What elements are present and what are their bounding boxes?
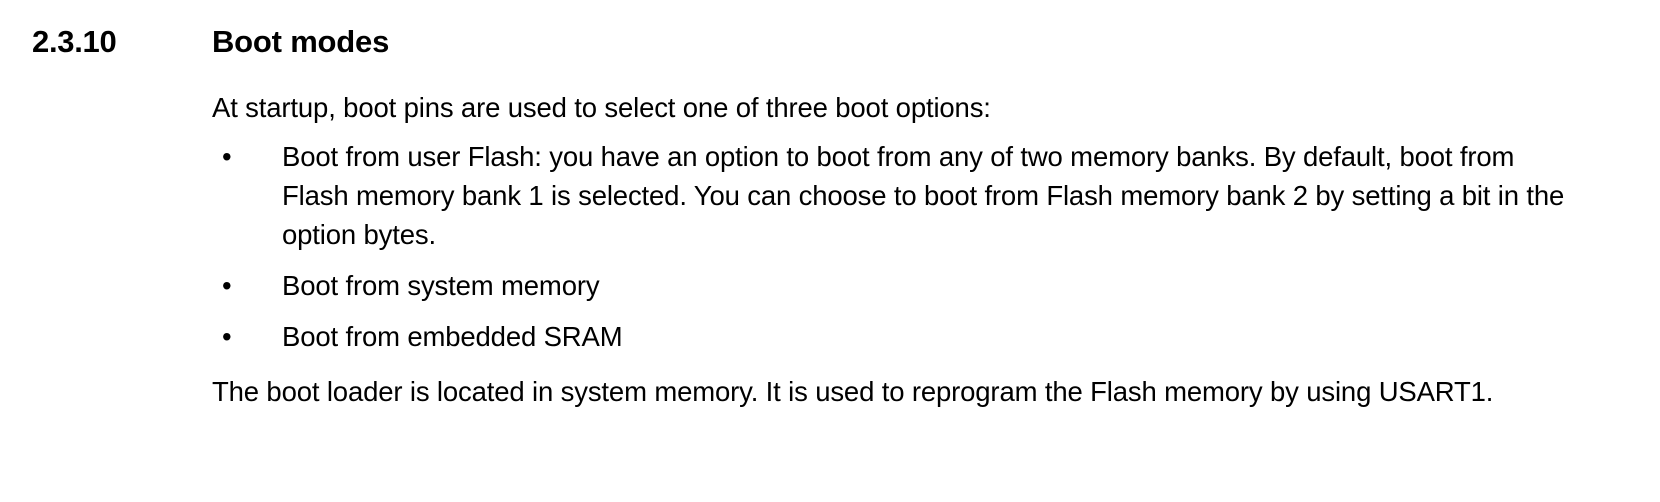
section-heading: 2.3.10 Boot modes bbox=[0, 22, 1660, 62]
closing-paragraph: The boot loader is located in system mem… bbox=[212, 376, 1494, 407]
list-item-label: Boot from system memory bbox=[282, 270, 600, 301]
bullet-icon: • bbox=[222, 141, 232, 172]
list-item: • Boot from user Flash: you have an opti… bbox=[212, 137, 1584, 254]
intro-paragraph: At startup, boot pins are used to select… bbox=[212, 92, 991, 123]
bullet-icon: • bbox=[222, 270, 232, 301]
list-item: • Boot from system memory bbox=[212, 266, 1584, 305]
bullet-icon: • bbox=[222, 321, 232, 352]
list-item: • Boot from embedded SRAM bbox=[212, 317, 1584, 356]
list-item-label: Boot from user Flash: you have an option… bbox=[282, 141, 1565, 250]
page-title: Boot modes bbox=[212, 24, 390, 59]
boot-options-list: • Boot from user Flash: you have an opti… bbox=[212, 137, 1584, 356]
section-body: At startup, boot pins are used to select… bbox=[212, 88, 1584, 411]
section-number: 2.3.10 bbox=[32, 24, 117, 59]
list-item-label: Boot from embedded SRAM bbox=[282, 321, 623, 352]
